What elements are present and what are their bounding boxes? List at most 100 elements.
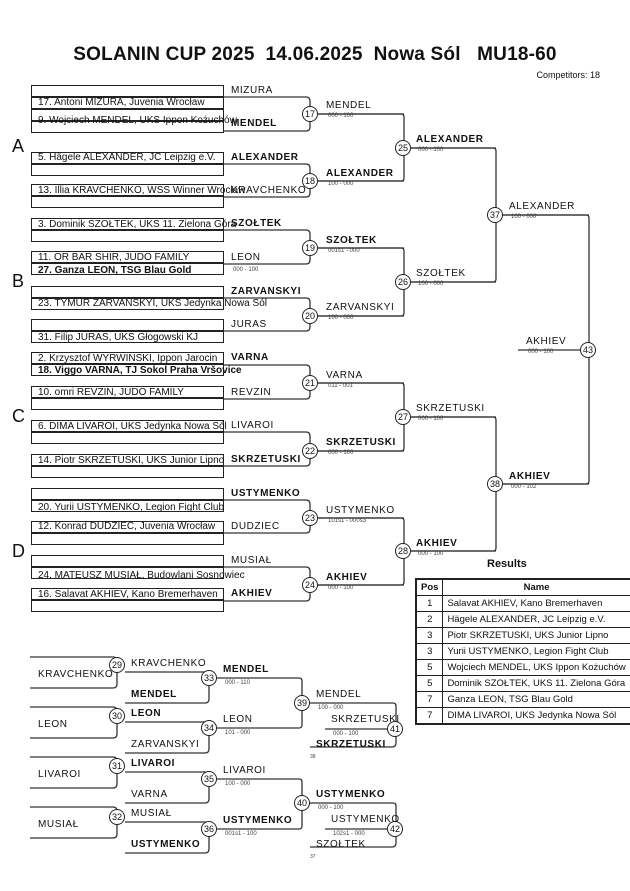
competitor-entry[interactable]: 6. DIMA LIVAROI, UKS Jedynka Nowa Sól [38, 421, 227, 432]
entry-slot-box [31, 600, 224, 612]
competitor-entry[interactable]: 17. Antoni MIZURA, Juvenia Wrocław [38, 97, 205, 108]
competitor-entry[interactable]: 31. Filip JURAS, UKS Głogowski KJ [38, 332, 199, 343]
repechage-bottom-name: USTYMENKO [131, 839, 201, 850]
match-score: 000 - 100 [333, 731, 359, 737]
competitor-entry[interactable]: 13. Illia KRAVCHENKO, WSS Winner Wrocław [38, 185, 246, 196]
page-title: SOLANIN CUP 2025 14.06.2025 Nowa Sól MU1… [73, 44, 557, 65]
repechage-r2-winner: USTYMENKO [223, 815, 293, 826]
match-winner-name: ZARVANSKYI [326, 302, 395, 313]
result-name: Yurii USTYMENKO, Legion Fight Club [442, 643, 630, 660]
repechage-top-name: LIVAROI [131, 758, 176, 769]
first-round-name: VARNA [231, 352, 269, 363]
first-round-name: ZARVANSKYI [231, 286, 302, 297]
entry-slot-box [31, 121, 224, 133]
competitor-entry[interactable]: 16. Salavat AKHIEV, Kano Bremerhaven [38, 589, 218, 600]
first-round-name: USTYMENKO [231, 488, 301, 499]
repechage-bottom-name: MENDEL [131, 689, 177, 700]
bracket-line [411, 416, 497, 552]
result-position: 7 [415, 691, 444, 708]
result-position: 7 [415, 707, 444, 725]
competitor-entry[interactable]: 14. Piotr SKRZETUSKI, UKS Junior Lipno [38, 455, 225, 466]
match-number-badge: 38 [487, 476, 503, 492]
match-winner-name: SZOŁTEK [326, 235, 377, 246]
match-score: 100 - 000 [225, 781, 251, 787]
match-score: 000 - 100 [418, 147, 444, 153]
match-score: 000 - 102 [511, 484, 537, 490]
competitor-entry[interactable]: 11. OR BAR SHIR, JUDO FAMILY [38, 252, 190, 263]
first-round-name: REVZIN [231, 387, 272, 398]
group-label-c: C [12, 406, 25, 426]
repechage-entry-name: LEON [38, 719, 68, 730]
entry-slot-box [31, 466, 224, 478]
competitor-entry[interactable]: 10. omri REVZIN, JUDO FAMILY [38, 387, 184, 398]
competitor-entry[interactable]: 24. MATEUSZ MUSIAŁ, Budowlani Sosnowiec [38, 570, 245, 581]
first-round-name: AKHIEV [231, 588, 273, 599]
competitor-entry[interactable]: 23. TYMUR ZARVANSKYI, UKS Jedynka Nowa S… [38, 298, 267, 309]
bronze-bottom-name: SZOŁTEK [316, 839, 366, 850]
match-winner-name: SZOŁTEK [416, 268, 466, 279]
result-name: Ganza LEON, TSG Blau Gold [442, 691, 630, 708]
bronze-top-name: USTYMENKO [331, 814, 400, 825]
entry-slot-box [31, 500, 224, 512]
match-number-badge: 32 [109, 809, 125, 825]
match-winner-name: ALEXANDER [416, 134, 484, 145]
match-winner-name: SKRZETUSKI [416, 403, 485, 414]
entry-slot-box [31, 286, 224, 298]
competitor-entry[interactable]: 12. Konrad DUDZIEC, Juvenia Wrocław [38, 521, 216, 532]
entry-slot-box [31, 567, 224, 579]
match-winner-name: USTYMENKO [326, 505, 395, 516]
result-name: Wojciech MENDEL, UKS Ippon Kożuchów [442, 659, 630, 676]
match-score: 000 - 100 [233, 267, 259, 273]
match-number-badge: 26 [395, 274, 411, 290]
first-round-name: LIVAROI [231, 420, 274, 431]
match-number-badge: 22 [302, 443, 318, 459]
results-header-pos: Pos [415, 578, 444, 596]
match-score: 000 - 100 [328, 450, 354, 456]
match-score: 001s1 - 000 [328, 248, 360, 254]
entry-slot-box [31, 398, 224, 410]
match-number-badge: 19 [302, 240, 318, 256]
competitor-entry[interactable]: 20. Yurii USTYMENKO, Legion Fight Club [38, 502, 225, 513]
match-score: 000 - 100 [318, 805, 344, 811]
result-position: 5 [415, 675, 444, 692]
match-winner-name: ALEXANDER [326, 168, 394, 179]
repechage-r2-winner: LEON [223, 714, 253, 725]
match-score: 101 - 000 [225, 730, 251, 736]
competitor-entry[interactable]: 9. Wojciech MENDEL, UKS Ippon Kożuchów [38, 115, 237, 126]
first-round-name: LEON [231, 252, 261, 263]
repechage-r2-winner: MENDEL [223, 664, 269, 675]
first-round-name: ALEXANDER [231, 152, 299, 163]
match-number-badge: 24 [302, 577, 318, 593]
match-number-badge: 17 [302, 106, 318, 122]
competitor-entry[interactable]: 18. Viggo VARNA, TJ Sokol Praha Vršovice [38, 365, 242, 376]
match-number-badge: 34 [201, 720, 217, 736]
competitor-entry[interactable]: 3. Dominik SZOŁTEK, UKS 11. Zielona Góra [38, 219, 237, 230]
match-number-badge: 36 [201, 821, 217, 837]
result-position: 3 [415, 643, 444, 660]
match-winner-name: AKHIEV [526, 336, 567, 347]
result-position: 1 [415, 595, 444, 612]
match-number-badge: 43 [580, 342, 596, 358]
competitor-entry[interactable]: 2. Krzysztof WYRWINSKI, Ippon Jarocin [38, 353, 218, 364]
source-match-ref: 38 [310, 754, 316, 760]
competitor-entry[interactable]: 5. Hägele ALEXANDER, JC Leipzig e.V. [38, 152, 216, 163]
match-score: 102s1 - 000 [333, 831, 365, 837]
first-round-name: DUDZIEC [231, 521, 280, 532]
match-score: 000 - 110 [225, 680, 250, 686]
match-number-badge: 28 [395, 543, 411, 559]
entry-slot-box [31, 488, 224, 500]
match-winner-name: ALEXANDER [509, 201, 575, 212]
competitor-entry[interactable]: 27. Ganza LEON, TSG Blau Gold [38, 265, 192, 276]
entry-slot-box [31, 454, 224, 466]
result-position: 3 [415, 627, 444, 644]
entry-slot-box [31, 184, 224, 196]
entry-slot-box [31, 420, 224, 432]
match-winner-name: VARNA [326, 370, 363, 381]
match-number-badge: 33 [201, 670, 217, 686]
entry-slot-box [31, 152, 224, 164]
repechage-entry-name: LIVAROI [38, 769, 81, 780]
